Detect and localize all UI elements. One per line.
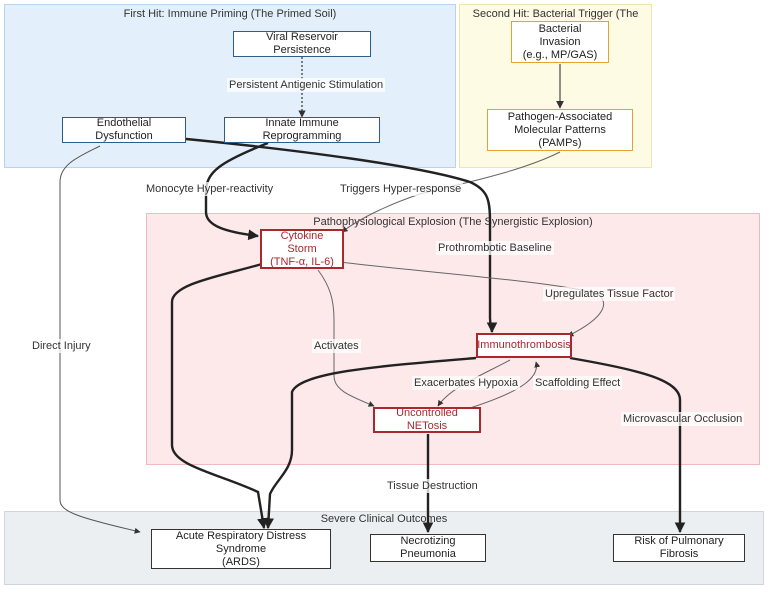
edge-label-triggers: Triggers Hyper-response (338, 182, 464, 196)
edge-label-activates: Activates (312, 339, 361, 353)
node-bacterial-invasion[interactable]: Bacterial Invasion (e.g., MP/GAS) (511, 21, 609, 63)
edge-cytokine-netosis (317, 269, 375, 407)
node-innate-reprogramming[interactable]: Innate Immune Reprogramming (224, 117, 380, 143)
node-immunothrombosis[interactable]: Immunothrombosis (476, 333, 572, 358)
edge-label-tissue-destruction: Tissue Destruction (385, 479, 480, 493)
cluster-first-hit-title: First Hit: Immune Priming (The Primed So… (123, 8, 337, 20)
edge-immuno-ards (263, 356, 477, 530)
node-cytokine-storm[interactable]: Cytokine Storm (TNF-α, IL-6) (260, 229, 344, 269)
edge-netosis-immuno (469, 361, 541, 409)
edge-label-prothrombotic: Prothrombotic Baseline (436, 241, 554, 255)
edge-label-direct-injury: Direct Injury (30, 339, 93, 353)
edge-immuno-fibrosis (569, 356, 686, 534)
edge-cytokine-ards (170, 262, 268, 530)
edge-label-microvascular: Microvascular Occlusion (621, 412, 745, 426)
edge-label-monocyte: Monocyte Hyper-reactivity (144, 182, 276, 196)
node-netosis[interactable]: Uncontrolled NETosis (373, 407, 481, 433)
edge-label-persistent-stimulation: Persistent Antigenic Stimulation (227, 78, 386, 92)
edge-label-scaffolding: Scaffolding Effect (533, 376, 623, 390)
cluster-explosion-title: Pathophysiological Explosion (The Synerg… (313, 216, 593, 228)
edge-endothelial-ards (59, 145, 141, 534)
cluster-outcomes-title: Severe Clinical Outcomes (320, 513, 448, 525)
node-pamps[interactable]: Pathogen-Associated Molecular Patterns (… (487, 109, 633, 151)
edge-endothelial-immuno (175, 136, 498, 334)
node-viral-reservoir[interactable]: Viral Reservoir Persistence (233, 31, 371, 57)
node-fibrosis[interactable]: Risk of Pulmonary Fibrosis (613, 534, 745, 562)
edge-label-tissue-factor: Upregulates Tissue Factor (543, 287, 676, 301)
node-necrotizing[interactable]: Necrotizing Pneumonia (370, 534, 486, 562)
node-ards[interactable]: Acute Respiratory Distress Syndrome (ARD… (151, 529, 331, 569)
edge-label-hypoxia: Exacerbates Hypoxia (412, 376, 520, 390)
node-endothelial-dysfunction[interactable]: Endothelial Dysfunction (62, 117, 186, 143)
